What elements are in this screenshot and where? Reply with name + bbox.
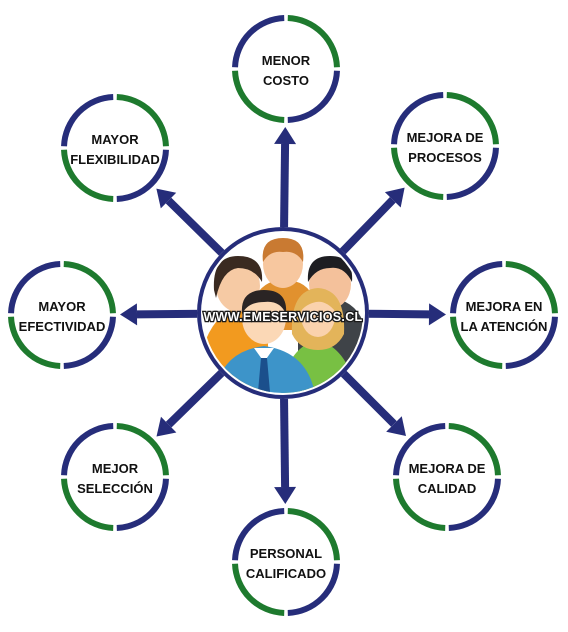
node-label-line: MENOR: [262, 53, 311, 68]
arrow-mejor-seleccion: [156, 366, 229, 437]
node-label-line: MAYOR: [38, 299, 86, 314]
node-label-line: MEJORA DE: [407, 130, 484, 145]
node-label-line: MAYOR: [91, 132, 139, 147]
node-label-line: MEJORA EN: [466, 299, 543, 314]
node-background: [394, 95, 496, 197]
node-background: [235, 18, 337, 120]
node-personal-calificado: PERSONAL CALIFICADO: [232, 508, 340, 616]
node-ring-segment: [232, 508, 285, 561]
group-of-people-icon: [203, 238, 363, 393]
node-ring-segment: [505, 261, 558, 314]
node-ring-segment: [8, 261, 61, 314]
node-background: [64, 97, 166, 199]
arrow-mejora-de-calidad: [336, 366, 406, 436]
node-ring-segment: [448, 478, 501, 531]
node-label-line: FLEXIBILIDAD: [70, 152, 160, 167]
node-label-line: LA ATENCIÓN: [461, 319, 548, 334]
node-ring-segment: [63, 261, 116, 314]
arrow-mejora-de-procesos: [335, 187, 405, 259]
node-background: [453, 264, 555, 366]
node-mejora-en-la-atencion: MEJORA EN LA ATENCIÓN: [450, 261, 558, 369]
node-ring-segment: [232, 563, 285, 616]
node-ring-segment: [448, 423, 501, 476]
node-ring-segment: [61, 478, 114, 531]
node-ring-segment: [391, 92, 444, 145]
node-background: [11, 264, 113, 366]
node-ring-segment: [287, 563, 340, 616]
node-ring-segment: [116, 94, 169, 147]
node-ring-segment: [450, 316, 503, 369]
arrows-layer: [119, 126, 447, 505]
arrow-mayor-efectividad: [119, 303, 204, 326]
node-label-line: MEJORA DE: [409, 461, 486, 476]
node-ring-segment: [450, 261, 503, 314]
node-mayor-efectividad: MAYOR EFECTIVIDAD: [8, 261, 116, 369]
person-front-right: [280, 288, 356, 393]
node-ring-segment: [63, 316, 116, 369]
node-ring-segment: [287, 15, 340, 68]
website-watermark: WWW.EMESERVICIOS.CL: [204, 310, 363, 324]
node-ring-segment: [505, 316, 558, 369]
node-ring-segment: [393, 423, 446, 476]
node-label-line: MEJOR: [92, 461, 139, 476]
node-label-line: CALIFICADO: [246, 566, 326, 581]
node-label-line: PROCESOS: [408, 150, 482, 165]
node-label-line: SELECCIÓN: [77, 481, 153, 496]
nodes-layer: MENOR COSTO MEJORA DE PROCESOS MEJORA EN LA A…: [8, 15, 558, 616]
node-ring-segment: [391, 147, 444, 200]
node-ring-segment: [61, 94, 114, 147]
node-label-line: CALIDAD: [418, 481, 477, 496]
node-ring-segment: [61, 423, 114, 476]
node-background: [64, 426, 166, 528]
node-mejora-de-calidad: MEJORA DE CALIDAD: [393, 423, 501, 531]
node-ring-segment: [446, 92, 499, 145]
node-ring-segment: [116, 423, 169, 476]
node-ring-segment: [446, 147, 499, 200]
center-hub: WWW.EMESERVICIOS.CL: [197, 227, 369, 399]
node-ring-segment: [116, 149, 169, 202]
node-ring-segment: [61, 149, 114, 202]
node-mejor-seleccion: MEJOR SELECCIÓN: [61, 423, 169, 531]
node-ring-segment: [232, 70, 285, 123]
node-ring-segment: [8, 316, 61, 369]
node-ring-segment: [287, 70, 340, 123]
node-label-line: PERSONAL: [250, 546, 322, 561]
node-background: [235, 511, 337, 613]
node-ring-segment: [232, 15, 285, 68]
node-menor-costo: MENOR COSTO: [232, 15, 340, 123]
arrow-personal-calificado: [274, 392, 297, 505]
node-mayor-flexibilidad: MAYOR FLEXIBILIDAD: [61, 94, 169, 202]
arrow-mejora-en-la-atencion: [362, 303, 447, 326]
node-label-line: EFECTIVIDAD: [19, 319, 106, 334]
node-ring-segment: [287, 508, 340, 561]
node-ring-segment: [393, 478, 446, 531]
node-mejora-de-procesos: MEJORA DE PROCESOS: [391, 92, 499, 200]
center-border-ring: [197, 227, 369, 399]
node-ring-segment: [116, 478, 169, 531]
arrow-menor-costo: [274, 126, 297, 234]
node-background: [396, 426, 498, 528]
node-label-line: COSTO: [263, 73, 309, 88]
arrow-mayor-flexibilidad: [156, 188, 229, 260]
